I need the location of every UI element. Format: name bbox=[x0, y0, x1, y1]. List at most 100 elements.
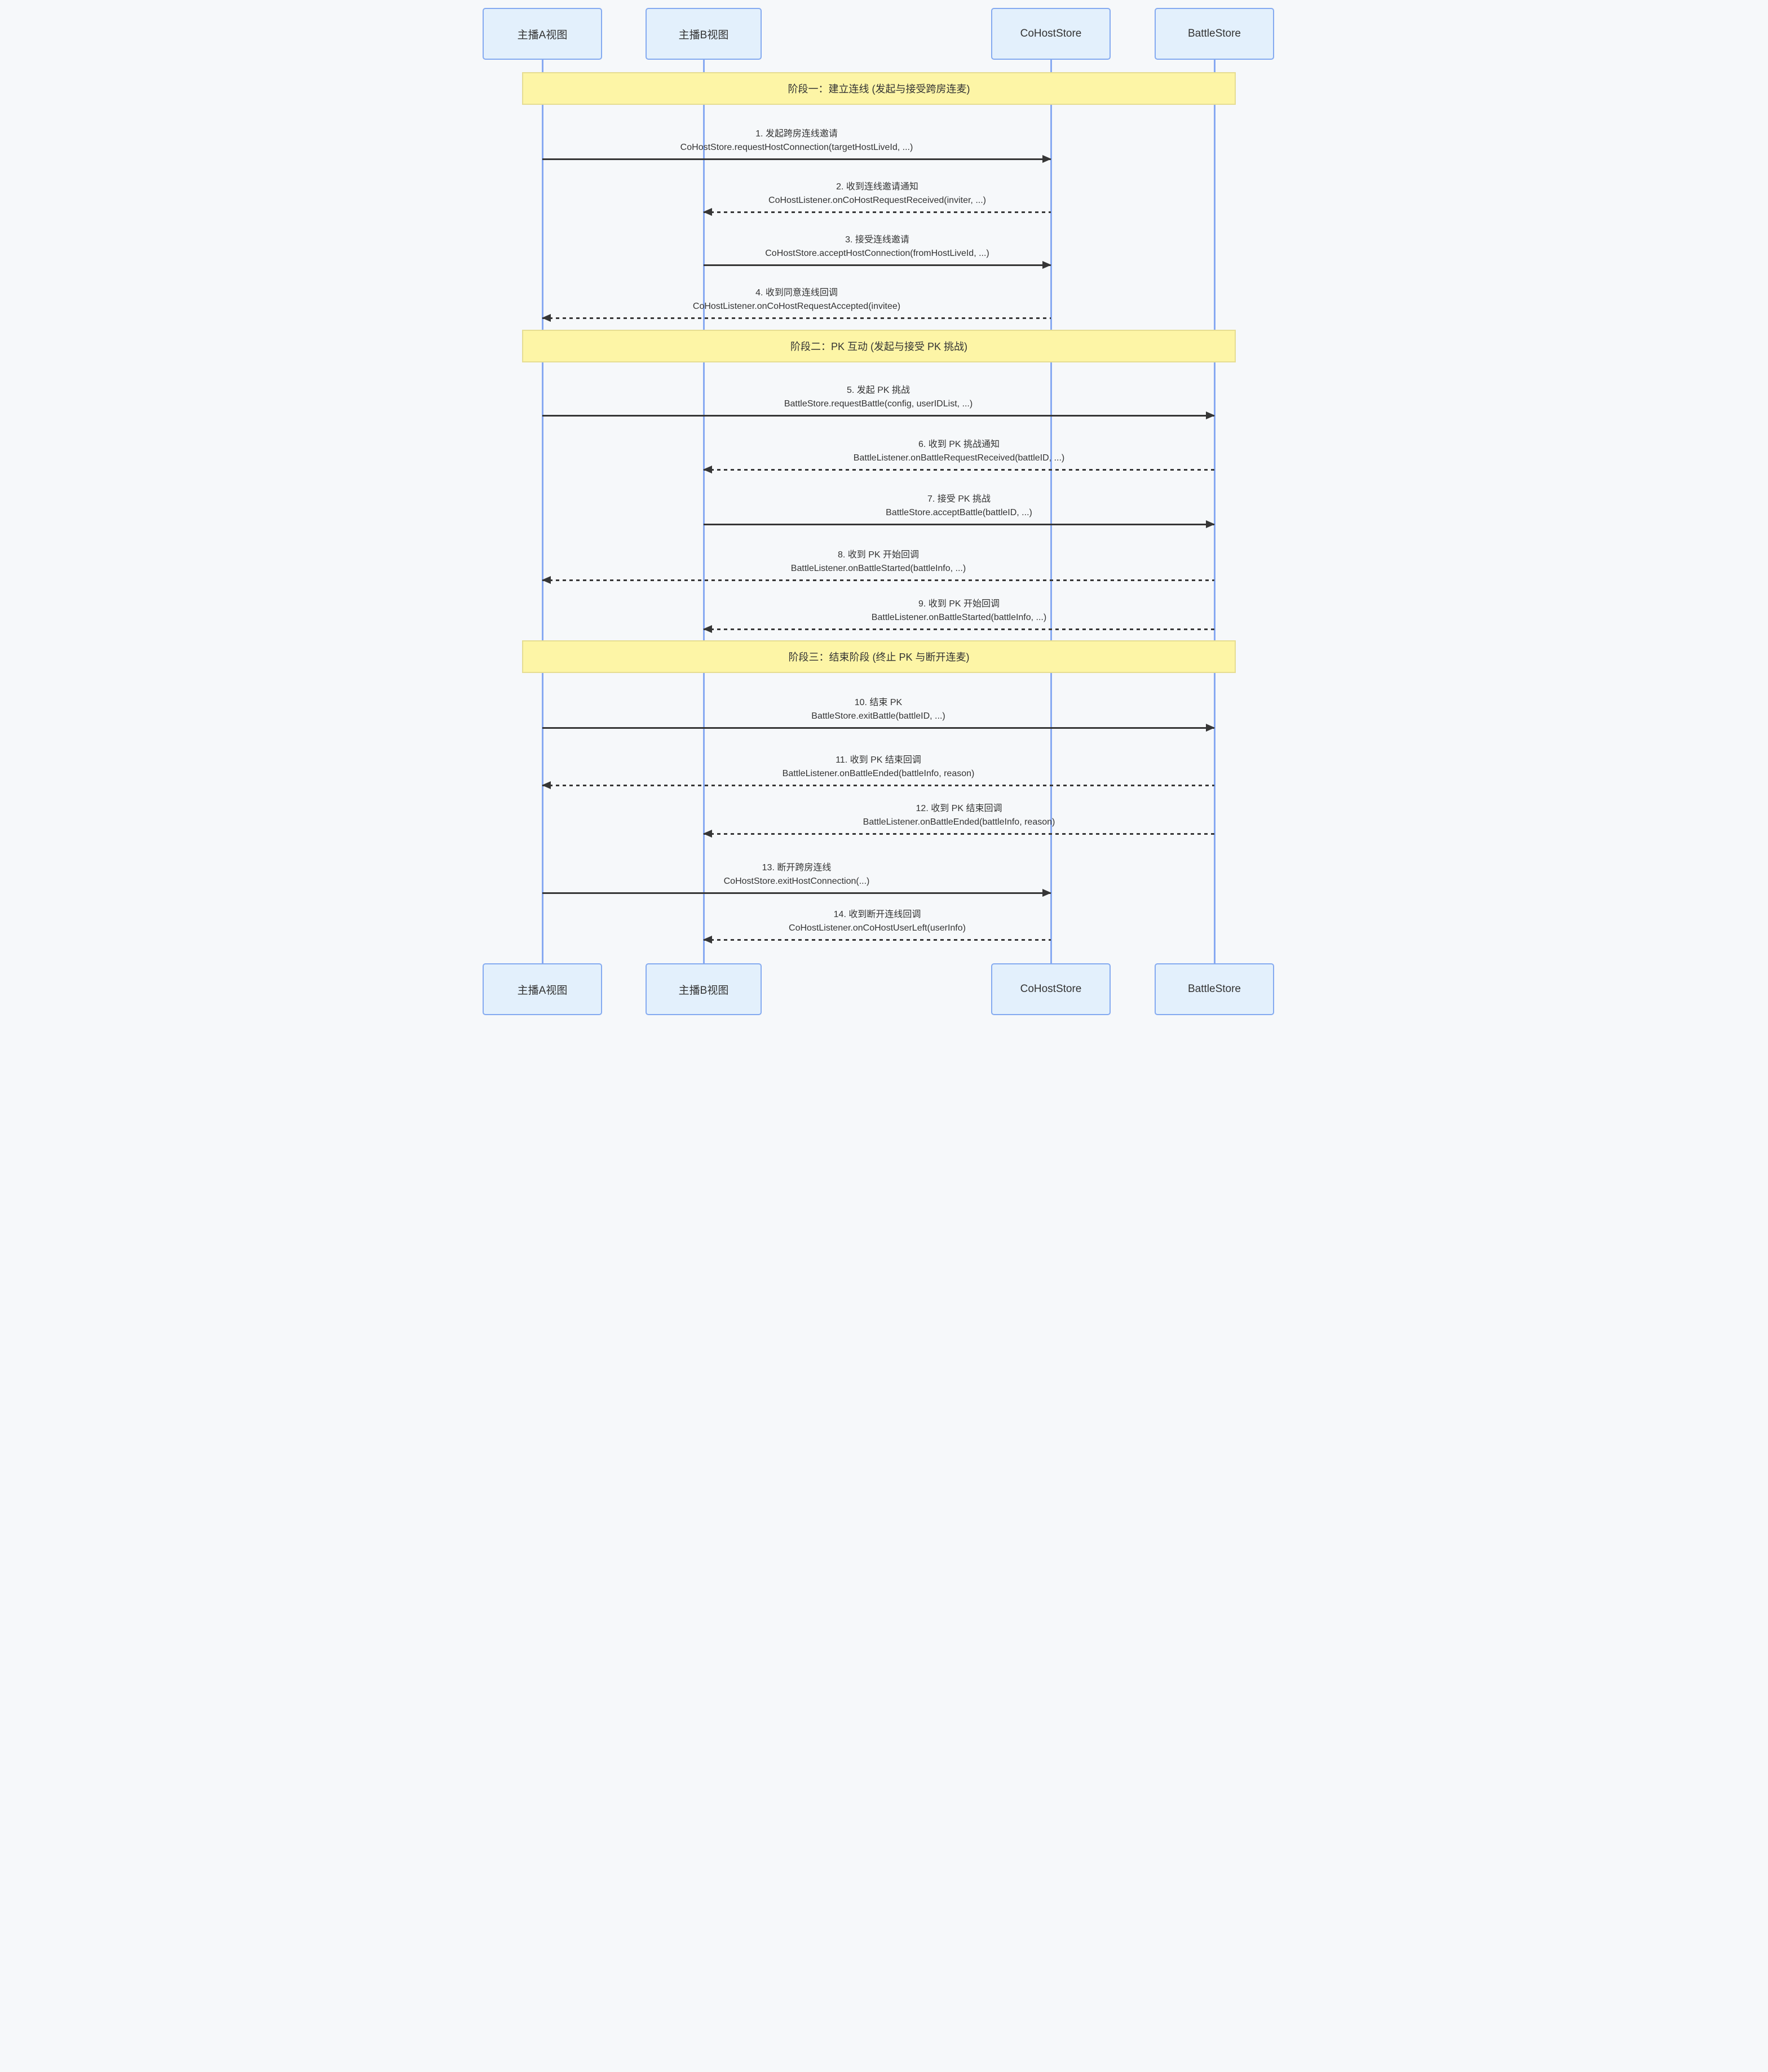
message-2: 2. 收到连线邀请通知 CoHostListener.onCoHostReque… bbox=[703, 177, 1051, 216]
message-3-code: CoHostStore.acceptHostConnection(fromHos… bbox=[765, 249, 989, 258]
message-10-title: 10. 结束 PK bbox=[854, 698, 903, 707]
arrowhead-right-icon bbox=[1042, 261, 1051, 269]
arrowhead-left-icon bbox=[542, 576, 551, 584]
message-6-text: 6. 收到 PK 挑战通知 BattleListener.onBattleReq… bbox=[854, 438, 1064, 465]
actor-host-b-label: 主播B视图 bbox=[678, 984, 729, 997]
message-14-code: CoHostListener.onCoHostUserLeft(userInfo… bbox=[789, 923, 966, 933]
message-9-text: 9. 收到 PK 开始回调 BattleListener.onBattleSta… bbox=[872, 597, 1046, 625]
message-3-arrow bbox=[704, 261, 1051, 269]
arrowhead-left-icon bbox=[703, 208, 712, 216]
actor-host-a-top: 主播A视图 bbox=[483, 8, 602, 60]
lifeline-host-b bbox=[703, 60, 705, 963]
message-11: 11. 收到 PK 结束回调 BattleListener.onBattleEn… bbox=[542, 750, 1214, 789]
arrowhead-left-icon bbox=[542, 314, 551, 322]
message-5: 5. 发起 PK 挑战 BattleStore.requestBattle(co… bbox=[542, 380, 1215, 419]
message-11-code: BattleListener.onBattleEnded(battleInfo,… bbox=[782, 769, 975, 778]
arrowhead-right-icon bbox=[1206, 724, 1215, 732]
arrowhead-left-icon bbox=[703, 936, 712, 944]
message-11-title: 11. 收到 PK 结束回调 bbox=[836, 755, 921, 765]
message-9-arrow bbox=[703, 625, 1214, 633]
message-14-title: 14. 收到断开连线回调 bbox=[833, 910, 921, 919]
message-12-text: 12. 收到 PK 结束回调 BattleListener.onBattleEn… bbox=[863, 802, 1055, 829]
message-8-arrow bbox=[542, 576, 1214, 584]
message-7-arrow bbox=[704, 520, 1215, 528]
arrowhead-right-icon bbox=[1206, 411, 1215, 419]
lifeline-cohoststore bbox=[1050, 60, 1052, 963]
message-1-title: 1. 发起跨房连线邀请 bbox=[755, 129, 838, 139]
message-1-code: CoHostStore.requestHostConnection(target… bbox=[680, 143, 913, 152]
message-13-title: 13. 断开跨房连线 bbox=[762, 863, 832, 873]
message-5-arrow bbox=[542, 411, 1215, 419]
message-7: 7. 接受 PK 挑战 BattleStore.acceptBattle(bat… bbox=[704, 489, 1215, 528]
message-1-arrow bbox=[542, 155, 1051, 163]
message-7-code: BattleStore.acceptBattle(battleID, ...) bbox=[886, 508, 1032, 517]
message-2-code: CoHostListener.onCoHostRequestReceived(i… bbox=[768, 196, 986, 205]
arrowhead-left-icon bbox=[542, 781, 551, 789]
message-13-text: 13. 断开跨房连线 CoHostStore.exitHostConnectio… bbox=[724, 861, 870, 888]
actor-host-b-label: 主播B视图 bbox=[678, 29, 729, 41]
sequence-diagram: 主播A视图 主播B视图 CoHostStore BattleStore 阶段一：… bbox=[442, 0, 1326, 1036]
message-9-code: BattleListener.onBattleStarted(battleInf… bbox=[871, 613, 1047, 622]
message-8-title: 8. 收到 PK 开始回调 bbox=[837, 550, 920, 560]
message-5-title: 5. 发起 PK 挑战 bbox=[846, 386, 910, 395]
actor-battlestore-label: BattleStore bbox=[1188, 28, 1241, 39]
message-12-title: 12. 收到 PK 结束回调 bbox=[916, 804, 1002, 813]
message-2-arrow bbox=[703, 208, 1051, 216]
arrowhead-right-icon bbox=[1042, 155, 1051, 163]
phase-3-label: 阶段三：结束阶段 (终止 PK 与断开连麦) bbox=[788, 652, 970, 663]
message-13-code: CoHostStore.exitHostConnection(...) bbox=[723, 876, 870, 886]
arrowhead-right-icon bbox=[1042, 889, 1051, 897]
message-9: 9. 收到 PK 开始回调 BattleListener.onBattleSta… bbox=[703, 594, 1214, 633]
message-5-code: BattleStore.requestBattle(config, userID… bbox=[784, 399, 973, 409]
message-12-code: BattleListener.onBattleEnded(battleInfo,… bbox=[863, 817, 1055, 827]
phase-banner-1: 阶段一：建立连线 (发起与接受跨房连麦) bbox=[522, 72, 1236, 105]
actor-battlestore-bottom: BattleStore bbox=[1155, 963, 1274, 1015]
message-4: 4. 收到同意连线回调 CoHostListener.onCoHostReque… bbox=[542, 283, 1051, 322]
message-6-code: BattleListener.onBattleRequestReceived(b… bbox=[853, 453, 1065, 463]
actor-cohoststore-top: CoHostStore bbox=[991, 8, 1111, 60]
message-14: 14. 收到断开连线回调 CoHostListener.onCoHostUser… bbox=[703, 905, 1051, 944]
actor-host-a-bottom: 主播A视图 bbox=[483, 963, 602, 1015]
message-6: 6. 收到 PK 挑战通知 BattleListener.onBattleReq… bbox=[703, 435, 1214, 473]
message-6-title: 6. 收到 PK 挑战通知 bbox=[918, 440, 1000, 449]
message-10-code: BattleStore.exitBattle(battleID, ...) bbox=[811, 711, 945, 721]
message-7-text: 7. 接受 PK 挑战 BattleStore.acceptBattle(bat… bbox=[886, 493, 1032, 520]
message-8-code: BattleListener.onBattleStarted(battleInf… bbox=[790, 564, 966, 573]
actor-host-b-top: 主播B视图 bbox=[646, 8, 762, 60]
arrowhead-left-icon bbox=[703, 625, 712, 633]
message-13-arrow bbox=[542, 889, 1051, 897]
lifeline-battlestore bbox=[1214, 60, 1216, 963]
arrowhead-left-icon bbox=[703, 466, 712, 473]
phase-banner-3: 阶段三：结束阶段 (终止 PK 与断开连麦) bbox=[522, 640, 1236, 673]
actor-host-b-bottom: 主播B视图 bbox=[646, 963, 762, 1015]
message-1-text: 1. 发起跨房连线邀请 CoHostStore.requestHostConne… bbox=[680, 127, 913, 154]
message-14-text: 14. 收到断开连线回调 CoHostListener.onCoHostUser… bbox=[789, 908, 966, 935]
message-3-title: 3. 接受连线邀请 bbox=[845, 235, 909, 245]
message-4-text: 4. 收到同意连线回调 CoHostListener.onCoHostReque… bbox=[693, 286, 900, 313]
arrowhead-right-icon bbox=[1206, 520, 1215, 528]
message-4-arrow bbox=[542, 314, 1051, 322]
message-6-arrow bbox=[703, 466, 1214, 473]
message-3: 3. 接受连线邀请 CoHostStore.acceptHostConnecti… bbox=[704, 230, 1051, 269]
lifeline-host-a bbox=[542, 60, 543, 963]
message-14-arrow bbox=[703, 936, 1051, 944]
actor-cohoststore-label: CoHostStore bbox=[1020, 983, 1082, 995]
actor-battlestore-label: BattleStore bbox=[1188, 983, 1241, 995]
message-9-title: 9. 收到 PK 开始回调 bbox=[918, 599, 1000, 609]
actor-battlestore-top: BattleStore bbox=[1155, 8, 1274, 60]
message-5-text: 5. 发起 PK 挑战 BattleStore.requestBattle(co… bbox=[784, 384, 973, 411]
message-10-text: 10. 结束 PK BattleStore.exitBattle(battleI… bbox=[811, 696, 945, 723]
message-8-text: 8. 收到 PK 开始回调 BattleListener.onBattleSta… bbox=[791, 548, 966, 575]
message-12: 12. 收到 PK 结束回调 BattleListener.onBattleEn… bbox=[703, 799, 1214, 838]
message-3-text: 3. 接受连线邀请 CoHostStore.acceptHostConnecti… bbox=[765, 233, 989, 260]
message-10: 10. 结束 PK BattleStore.exitBattle(battleI… bbox=[542, 693, 1215, 732]
message-8: 8. 收到 PK 开始回调 BattleListener.onBattleSta… bbox=[542, 545, 1214, 584]
message-11-text: 11. 收到 PK 结束回调 BattleListener.onBattleEn… bbox=[783, 754, 975, 781]
message-13: 13. 断开跨房连线 CoHostStore.exitHostConnectio… bbox=[542, 858, 1051, 897]
actor-cohoststore-bottom: CoHostStore bbox=[991, 963, 1111, 1015]
message-2-text: 2. 收到连线邀请通知 CoHostListener.onCoHostReque… bbox=[768, 180, 986, 207]
message-1: 1. 发起跨房连线邀请 CoHostStore.requestHostConne… bbox=[542, 124, 1051, 163]
phase-1-label: 阶段一：建立连线 (发起与接受跨房连麦) bbox=[788, 83, 970, 95]
actor-host-a-label: 主播A视图 bbox=[517, 984, 568, 997]
message-2-title: 2. 收到连线邀请通知 bbox=[836, 182, 918, 192]
